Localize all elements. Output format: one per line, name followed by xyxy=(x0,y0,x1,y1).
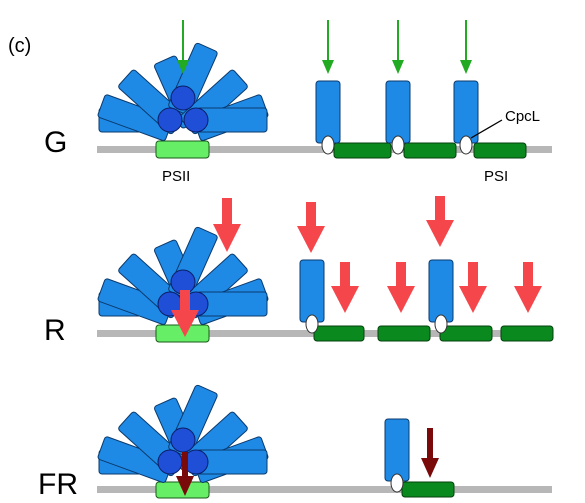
red-light-arrow xyxy=(459,262,487,313)
red-light-arrow xyxy=(387,262,415,313)
membrane-fr xyxy=(97,486,552,493)
cpcl-rod-r xyxy=(428,259,454,334)
psi-complex-r xyxy=(377,325,431,342)
red-light-arrow xyxy=(331,262,359,313)
red-light-arrow xyxy=(213,198,241,252)
panel-label: (c) xyxy=(8,35,31,57)
psi-label: PSI xyxy=(484,168,508,185)
psi-complex-g xyxy=(403,142,457,159)
cpcl-rod-g xyxy=(315,80,341,155)
psi-complex-fr xyxy=(401,481,455,498)
cpcl-rod-g xyxy=(385,80,411,155)
red-light-arrow xyxy=(297,202,325,253)
row-label-r: R xyxy=(44,314,66,347)
cpcl-rod-g xyxy=(453,80,479,155)
cpcl-rod-r xyxy=(299,259,325,334)
psi-complex-g xyxy=(473,142,527,159)
row-label-fr: FR xyxy=(38,468,78,501)
red-light-arrow xyxy=(514,262,542,313)
green-arrowhead xyxy=(460,60,472,74)
red-light-arrow xyxy=(171,290,199,337)
psii-label: PSII xyxy=(162,168,190,185)
far-red-light-arrow xyxy=(176,452,194,496)
psi-complex-r xyxy=(313,325,365,342)
green-arrowhead xyxy=(177,60,189,74)
psi-complex-r xyxy=(439,325,493,342)
far-red-light-arrows xyxy=(176,428,439,496)
red-light-arrow xyxy=(426,196,454,247)
psi-complex-r xyxy=(500,325,554,342)
cpcl-rod-fr xyxy=(384,418,410,493)
cpcl-pointer-line xyxy=(470,119,503,139)
cpcl-label: CpcL xyxy=(505,108,540,125)
green-arrowhead xyxy=(392,60,404,74)
row-r: R xyxy=(44,196,554,347)
row-fr: FR xyxy=(38,383,552,503)
row-g: G PSII CpcL PSI xyxy=(44,20,552,185)
far-red-light-arrow xyxy=(421,428,439,478)
green-arrowhead xyxy=(322,60,334,74)
row-label-g: G xyxy=(44,126,67,159)
psi-complex-g xyxy=(333,142,392,159)
psii-complex-g xyxy=(155,140,210,159)
red-light-arrows xyxy=(171,196,542,337)
